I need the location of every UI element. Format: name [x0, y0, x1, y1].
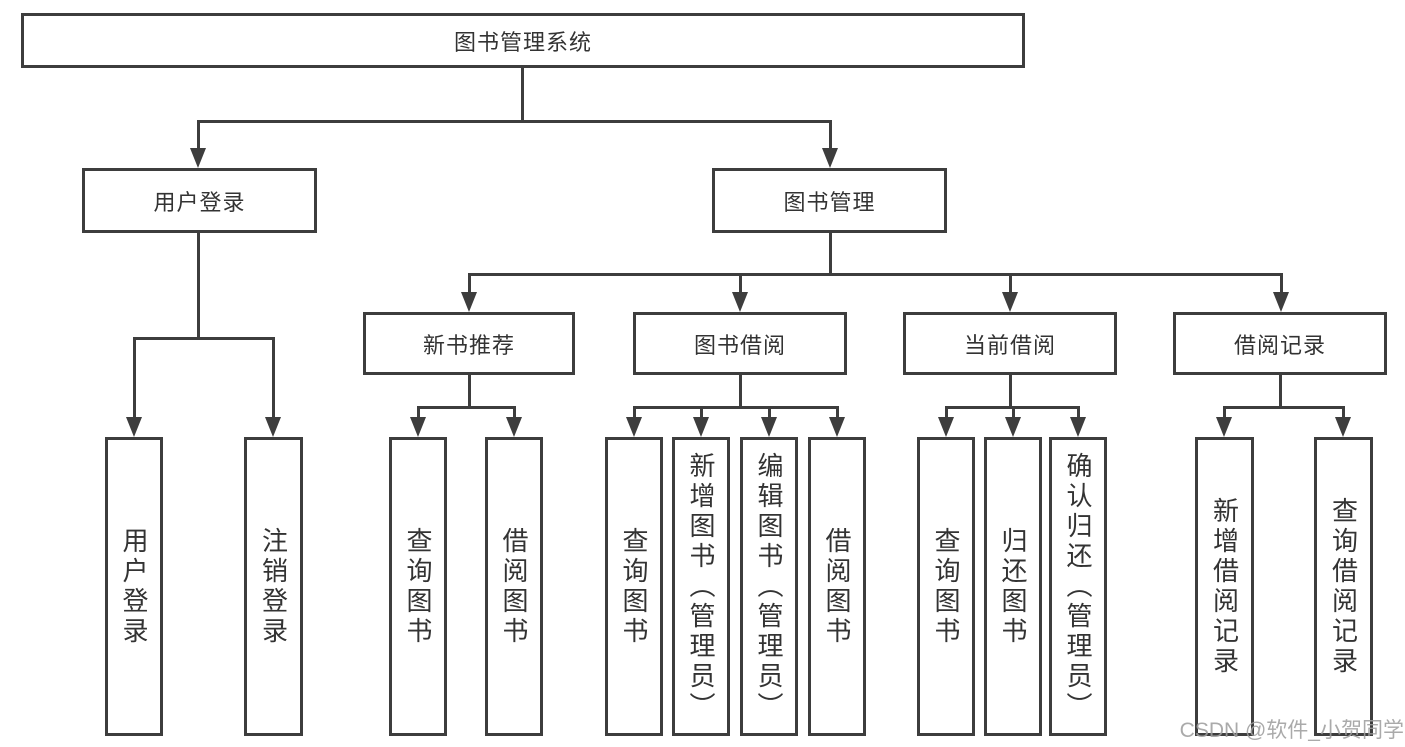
csdn-watermark: CSDN @软件_小贺同学	[1179, 719, 1404, 742]
leaf-borrow-query-books-label: 查询图书	[619, 526, 649, 647]
connector-newbook-drop-2	[513, 406, 516, 419]
connector-userlogin-drop-2	[272, 337, 275, 417]
arrowhead-down-icon	[938, 417, 954, 437]
connector-root-drop-left	[197, 120, 200, 150]
node-book-borrow-label: 图书借阅	[693, 332, 786, 358]
leaf-records-query-record-label: 查询借阅记录	[1328, 496, 1359, 677]
arrowhead-down-icon	[126, 417, 142, 437]
node-borrow-records-label: 借阅记录	[1233, 332, 1326, 358]
connector-bookborrow-drop-4	[836, 406, 839, 419]
leaf-current-query-books-label: 查询图书	[931, 526, 961, 647]
node-library-system-label: 图书管理系统	[453, 29, 592, 55]
node-new-book-recommend: 新书推荐	[363, 312, 575, 375]
connector-userlogin-hline	[133, 337, 275, 340]
leaf-borrow-borrow-books: 借阅图书	[808, 437, 866, 736]
leaf-borrow-query-books: 查询图书	[605, 437, 663, 736]
node-book-management-label: 图书管理	[783, 189, 876, 215]
leaf-newbook-borrow-books: 借阅图书	[485, 437, 543, 736]
node-book-borrow: 图书借阅	[633, 312, 847, 375]
connector-bookmgmt-drop-2	[739, 273, 742, 293]
arrowhead-down-icon	[190, 148, 206, 168]
connector-newbook-drop-1	[417, 406, 420, 419]
arrowhead-down-icon	[1335, 417, 1351, 437]
connector-userlogin-stem	[197, 233, 200, 337]
arrowhead-down-icon	[1216, 417, 1232, 437]
node-book-management: 图书管理	[712, 168, 947, 233]
node-current-borrow-label: 当前借阅	[963, 332, 1056, 358]
arrowhead-down-icon	[506, 417, 522, 437]
arrowhead-down-icon	[626, 417, 642, 437]
leaf-records-add-record-label: 新增借阅记录	[1209, 496, 1240, 677]
connector-newbook-stem	[468, 375, 471, 406]
connector-bookborrow-hline	[633, 406, 839, 409]
leaf-borrow-add-books-admin: 新增图书（管理员）	[672, 437, 730, 736]
leaf-borrow-borrow-books-label: 借阅图书	[822, 526, 852, 647]
connector-root-hline	[197, 120, 832, 123]
connector-bookmgmt-drop-4	[1280, 273, 1283, 293]
leaf-user-login-label: 用户登录	[119, 526, 149, 647]
node-user-login-label: 用户登录	[153, 189, 246, 215]
leaf-current-query-books: 查询图书	[917, 437, 975, 736]
arrowhead-down-icon	[1273, 292, 1289, 312]
connector-currentborrow-drop-1	[945, 406, 948, 419]
connector-newbook-hline	[417, 406, 516, 409]
connector-currentborrow-drop-3	[1077, 406, 1080, 419]
arrowhead-down-icon	[410, 417, 426, 437]
arrowhead-down-icon	[761, 417, 777, 437]
arrowhead-down-icon	[732, 292, 748, 312]
node-library-system: 图书管理系统	[21, 13, 1025, 68]
leaf-borrow-edit-books-admin: 编辑图书（管理员）	[740, 437, 798, 736]
arrowhead-down-icon	[1070, 417, 1086, 437]
leaf-current-return-books-label: 归还图书	[998, 526, 1028, 647]
arrowhead-down-icon	[829, 417, 845, 437]
leaf-current-confirm-return-admin-label: 确认归还（管理员）	[1063, 451, 1093, 722]
arrowhead-down-icon	[693, 417, 709, 437]
node-borrow-records: 借阅记录	[1173, 312, 1387, 375]
leaf-current-confirm-return-admin: 确认归还（管理员）	[1049, 437, 1107, 736]
connector-bookborrow-drop-2	[700, 406, 703, 419]
node-new-book-recommend-label: 新书推荐	[422, 332, 515, 358]
leaf-borrow-add-books-admin-label: 新增图书（管理员）	[686, 451, 716, 722]
leaf-newbook-borrow-books-label: 借阅图书	[499, 526, 529, 647]
connector-bookborrow-drop-3	[768, 406, 771, 419]
arrowhead-down-icon	[1005, 417, 1021, 437]
node-user-login: 用户登录	[82, 168, 317, 233]
connector-root-stem	[521, 68, 524, 120]
connector-borrowrecords-stem	[1279, 375, 1282, 406]
connector-borrowrecords-drop-2	[1342, 406, 1345, 419]
leaf-user-login: 用户登录	[105, 437, 163, 736]
connector-bookborrow-stem	[739, 375, 742, 406]
leaf-borrow-edit-books-admin-label: 编辑图书（管理员）	[754, 451, 784, 722]
connector-bookmgmt-drop-3	[1009, 273, 1012, 293]
connector-bookmgmt-stem	[829, 233, 832, 273]
arrowhead-down-icon	[822, 148, 838, 168]
leaf-logout-label: 注销登录	[258, 526, 289, 647]
connector-currentborrow-stem	[1009, 375, 1012, 406]
connector-bookmgmt-drop-1	[468, 273, 471, 293]
connector-borrowrecords-drop-1	[1223, 406, 1226, 419]
connector-bookmgmt-hline	[468, 273, 1283, 276]
arrowhead-down-icon	[265, 417, 281, 437]
connector-currentborrow-drop-2	[1012, 406, 1015, 419]
arrowhead-down-icon	[1002, 292, 1018, 312]
leaf-current-return-books: 归还图书	[984, 437, 1042, 736]
arrowhead-down-icon	[461, 292, 477, 312]
leaf-records-query-record: 查询借阅记录	[1314, 437, 1373, 736]
connector-userlogin-drop-1	[133, 337, 136, 417]
connector-bookborrow-drop-1	[633, 406, 636, 419]
leaf-newbook-query-books: 查询图书	[389, 437, 447, 736]
connector-borrowrecords-hline	[1223, 406, 1345, 409]
leaf-records-add-record: 新增借阅记录	[1195, 437, 1254, 736]
connector-root-drop-right	[829, 120, 832, 150]
leaf-logout: 注销登录	[244, 437, 303, 736]
node-current-borrow: 当前借阅	[903, 312, 1117, 375]
leaf-newbook-query-books-label: 查询图书	[403, 526, 433, 647]
